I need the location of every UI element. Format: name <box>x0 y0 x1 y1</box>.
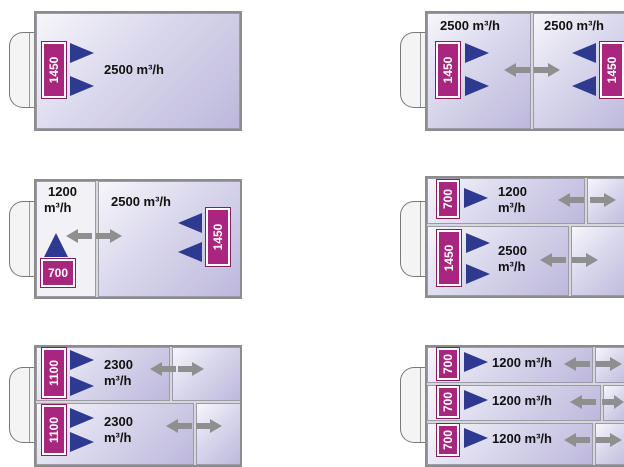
fan-icon <box>464 352 488 372</box>
zone-5d <box>196 403 240 465</box>
fan-icon <box>466 264 490 284</box>
evaporator-unit-1450: 1450 <box>600 42 624 98</box>
air-arrow-left-icon <box>150 362 176 376</box>
airflow-label: 2500 m³/h <box>111 194 171 209</box>
air-arrow-left-icon <box>564 433 590 447</box>
cab-3 <box>9 201 36 277</box>
fan-icon <box>465 76 489 96</box>
fan-icon <box>466 233 490 253</box>
air-arrow-left-icon <box>66 229 92 243</box>
air-arrow-left-icon <box>558 193 584 207</box>
truck-body-5 <box>34 345 242 467</box>
cab-6 <box>400 367 427 443</box>
cab-2 <box>400 32 427 108</box>
fan-icon <box>464 428 488 448</box>
air-arrow-right-icon <box>196 419 222 433</box>
air-arrow-right-icon <box>178 362 204 376</box>
airflow-unit-label: m³/h <box>498 200 526 215</box>
airflow-label: 1200 m³/h <box>492 355 552 370</box>
fan-icon <box>70 432 94 452</box>
fan-icon <box>178 242 202 262</box>
air-arrow-left-icon <box>166 419 192 433</box>
fan-icon <box>178 213 202 233</box>
zone-6f <box>595 423 624 465</box>
air-arrow-left-icon <box>564 357 590 371</box>
cab-4 <box>400 201 427 277</box>
evaporator-unit-1100: 1100 <box>42 348 66 398</box>
cab-1 <box>9 32 36 108</box>
airflow-unit-label: m³/h <box>104 430 132 445</box>
airflow-label: 2500 m³/h <box>440 18 500 33</box>
evaporator-unit-700: 700 <box>437 386 459 418</box>
fan-icon <box>465 43 489 63</box>
fan-icon <box>70 350 94 370</box>
fan-icon <box>572 76 596 96</box>
zone-5b <box>172 347 240 401</box>
airflow-label: 2500 m³/h <box>104 62 164 77</box>
evaporator-unit-1450: 1450 <box>436 42 460 98</box>
airflow-label: 2300 <box>104 414 133 429</box>
evaporator-unit-1100: 1100 <box>42 405 66 455</box>
fan-icon <box>70 76 94 96</box>
evaporator-unit-700: 700 <box>437 348 459 380</box>
air-arrow-right-icon <box>96 229 122 243</box>
fan-icon <box>44 233 68 257</box>
air-arrow-right-icon <box>534 63 560 77</box>
airflow-unit-label: m³/h <box>44 200 72 215</box>
truck-body-1 <box>34 11 242 131</box>
evaporator-unit-700: 700 <box>437 180 459 218</box>
air-arrow-left-icon <box>570 395 596 409</box>
airflow-label: 1200 m³/h <box>492 393 552 408</box>
airflow-label: 1200 m³/h <box>492 431 552 446</box>
fan-icon <box>70 408 94 428</box>
evaporator-unit-1450: 1450 <box>437 230 461 286</box>
air-arrow-right-icon <box>596 357 622 371</box>
air-arrow-right-icon <box>590 193 616 207</box>
fan-icon <box>70 376 94 396</box>
air-arrow-left-icon <box>504 63 530 77</box>
fan-icon <box>572 43 596 63</box>
airflow-label: 1200 <box>48 184 77 199</box>
air-arrow-right-icon <box>572 253 598 267</box>
airflow-unit-label: m³/h <box>104 373 132 388</box>
airflow-unit-label: m³/h <box>498 259 526 274</box>
airflow-label: 2500 m³/h <box>544 18 604 33</box>
evaporator-unit-1450: 1450 <box>206 208 230 266</box>
air-arrow-right-icon <box>596 433 622 447</box>
fan-icon <box>70 43 94 63</box>
evaporator-unit-700: 700 <box>437 424 459 456</box>
air-arrow-right-icon <box>602 395 624 409</box>
evaporator-unit-700: 700 <box>41 259 75 287</box>
zone-1 <box>36 13 240 129</box>
fan-icon <box>464 390 488 410</box>
airflow-label: 1200 <box>498 184 527 199</box>
air-arrow-left-icon <box>540 253 566 267</box>
cab-5 <box>9 367 36 443</box>
fan-icon <box>464 188 488 208</box>
evaporator-unit-1450: 1450 <box>42 42 66 98</box>
airflow-label: 2500 <box>498 243 527 258</box>
airflow-label: 2300 <box>104 357 133 372</box>
